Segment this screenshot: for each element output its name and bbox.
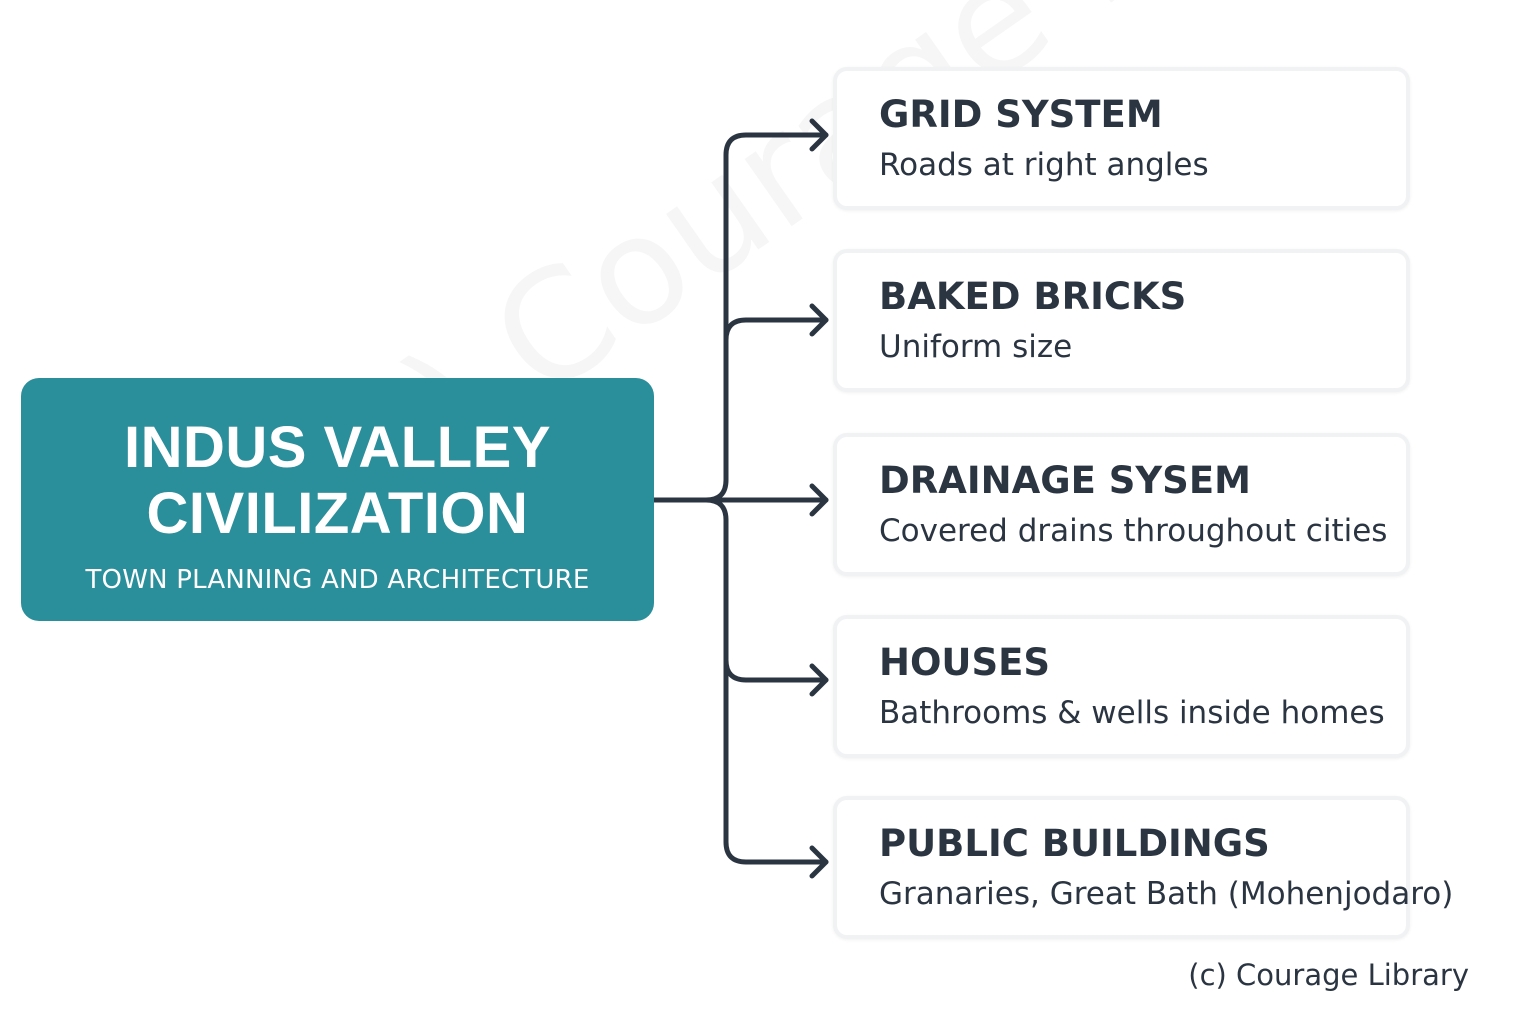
branch-card-drainage-system: DRAINAGE SYSEM Covered drains throughout…: [833, 433, 1410, 576]
branch-title: HOUSES: [879, 640, 1051, 684]
branch-card-baked-bricks: BAKED BRICKS Uniform size: [833, 249, 1410, 392]
central-topic-box: INDUS VALLEY CIVILIZATION TOWN PLANNING …: [21, 378, 654, 621]
copyright-notice: (c) Courage Library: [1188, 958, 1469, 992]
branch-card-houses: HOUSES Bathrooms & wells inside homes: [833, 615, 1410, 758]
branch-line-houses: [723, 657, 829, 683]
arrowhead-public: [809, 845, 829, 879]
central-topic-subtitle: TOWN PLANNING AND ARCHITECTURE: [85, 564, 590, 595]
branch-card-public-buildings: PUBLIC BUILDINGS Granaries, Great Bath (…: [833, 796, 1454, 939]
branch-title: DRAINAGE SYSEM: [879, 458, 1251, 502]
arrowhead-houses: [809, 663, 829, 697]
central-title-line1: INDUS VALLEY: [123, 414, 552, 480]
branch-title: GRID SYSTEM: [879, 92, 1163, 136]
branch-description: Roads at right angles: [879, 146, 1209, 183]
central-title-line2: CIVILIZATION: [146, 480, 529, 546]
arrowhead-drainage: [809, 483, 829, 517]
branch-description: Uniform size: [879, 328, 1073, 365]
branch-description: Granaries, Great Bath (Mohenjodaro): [879, 875, 1454, 912]
branch-line-grid: [651, 497, 829, 865]
branch-title: PUBLIC BUILDINGS: [879, 821, 1270, 865]
arrowhead-bricks: [809, 303, 829, 337]
branch-title: BAKED BRICKS: [879, 274, 1187, 318]
trunk-line: [651, 132, 829, 503]
branch-line-bricks: [723, 317, 829, 343]
branch-description: Bathrooms & wells inside homes: [879, 694, 1385, 731]
branch-card-grid-system: GRID SYSTEM Roads at right angles: [833, 67, 1410, 210]
central-topic-title: INDUS VALLEY CIVILIZATION: [124, 415, 551, 547]
branch-description: Covered drains throughout cities: [879, 512, 1388, 549]
arrowhead-grid: [809, 118, 829, 152]
